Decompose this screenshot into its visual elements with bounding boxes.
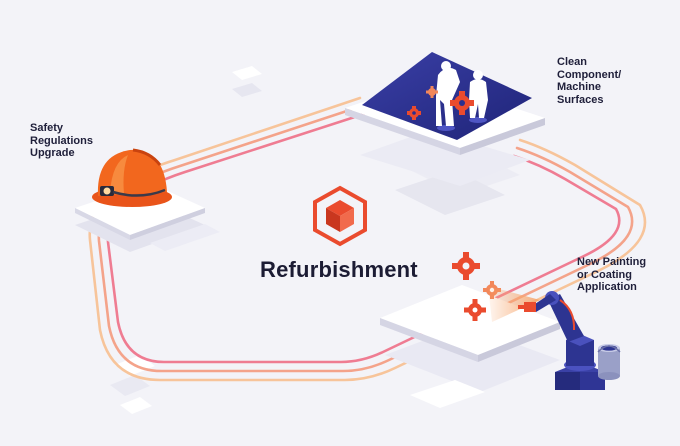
step-label-paint: New Painting or Coating Application: [577, 256, 647, 293]
gear-icon: [452, 252, 480, 280]
paint-bucket-icon: [597, 344, 621, 380]
platform-clean: [345, 52, 545, 186]
step-label-safety: Safety Regulations Upgrade: [30, 122, 93, 159]
diagram-title: Refurbishment: [260, 257, 418, 282]
hard-hat-icon: [92, 148, 172, 207]
platform-safety: [75, 148, 220, 252]
platform-paint: [380, 252, 560, 408]
logo-cube-icon: [313, 185, 367, 247]
robot-arm-icon: [518, 291, 605, 390]
step-label-clean: Clean Component/ Machine Surfaces: [557, 56, 622, 106]
workers-gears-icon: [407, 61, 488, 131]
